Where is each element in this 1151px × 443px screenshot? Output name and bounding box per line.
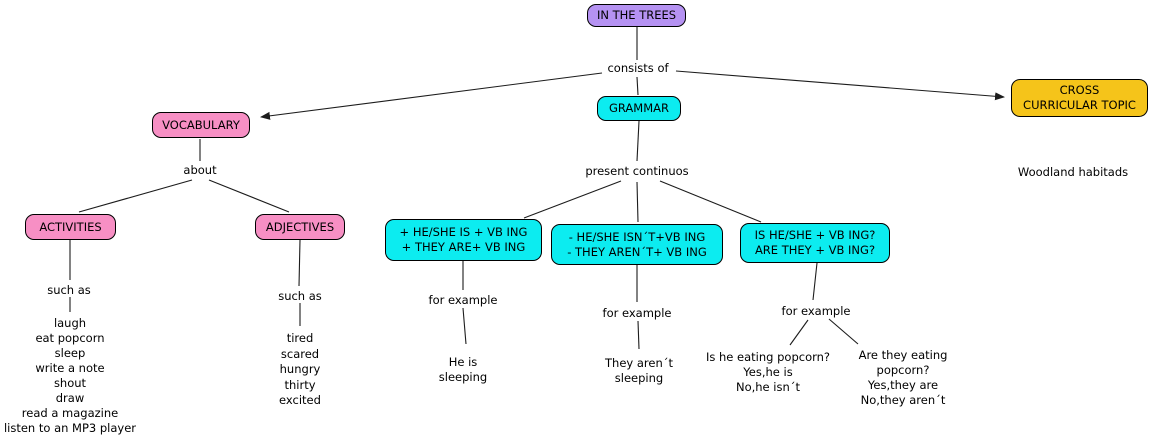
interrogative-example-they: Are they eating popcorn? Yes,they are No… [859, 348, 948, 408]
link-label-for-example-affirmative: for example [428, 293, 498, 307]
adjectives-item: tired [286, 331, 314, 345]
negative-example: They aren´t sleeping [605, 356, 673, 386]
affirmative-example-line: sleeping [438, 370, 488, 384]
activities-list: laugh eat popcorn sleep write a note sho… [4, 316, 136, 436]
activities-item: laugh [53, 316, 87, 330]
edge-for-example-to-affirmative-example [462, 307, 467, 345]
adjectives-item: thirty [284, 377, 316, 392]
affirmative-line-1: + HE/SHE IS + VB ING [399, 225, 528, 239]
node-adjectives[interactable]: ADJECTIVES [255, 214, 345, 240]
activities-item: shout [53, 376, 87, 390]
interrogative-example-they-line: popcorn? [876, 363, 930, 377]
edge-consists-of-to-vocabulary [260, 72, 603, 120]
activities-item: read a magazine [21, 406, 119, 420]
interrogative-example-he-line: Yes,he is [743, 365, 793, 379]
node-vocabulary[interactable]: VOCABULARY [152, 112, 250, 138]
edge-about-to-activities [78, 179, 193, 213]
node-affirmative-form[interactable]: + HE/SHE IS + VB ING + THEY ARE+ VB ING [385, 219, 542, 261]
edge-for-example-to-he-example [789, 319, 809, 346]
edge-for-example-to-they-example [828, 318, 859, 345]
adjectives-item: excited [279, 393, 321, 407]
link-label-about: about [183, 163, 217, 177]
edge-present-to-interrogative [659, 180, 762, 223]
link-label-such-as-adjectives: such as [278, 289, 322, 303]
interrogative-example-they-line: No,they aren´t [860, 393, 946, 407]
edge-interrogative-to-for-example [812, 262, 818, 301]
activities-item: listen to an MP3 player [3, 421, 137, 435]
interrogative-example-he: Is he eating popcorn? Yes,he is No,he is… [706, 350, 830, 395]
affirmative-example-line: He is [448, 355, 478, 369]
link-label-for-example-negative: for example [602, 306, 672, 320]
interrogative-example-he-line: No,he isn´t [735, 380, 801, 394]
link-label-for-example-interrogative: for example [781, 304, 851, 318]
node-in-the-trees[interactable]: IN THE TREES [587, 4, 686, 27]
negative-example-line: sleeping [614, 371, 664, 385]
edge-adjectives-to-such-as [298, 239, 301, 287]
link-label-present-continuous: present continuos [585, 164, 689, 178]
node-grammar[interactable]: GRAMMAR [597, 96, 681, 121]
adjectives-item: scared [280, 346, 320, 361]
edge-present-to-affirmative [523, 180, 622, 219]
node-interrogative-form[interactable]: IS HE/SHE + VB ING? ARE THEY + VB ING? [740, 223, 890, 263]
edge-grammar-to-present-continuous [636, 120, 640, 162]
affirmative-example: He is sleeping [439, 355, 487, 385]
node-activities[interactable]: ACTIVITIES [25, 214, 116, 240]
link-label-consists-of: consists of [607, 61, 669, 75]
negative-line-2: - THEY AREN´T+ VB ING [567, 244, 707, 259]
interrogative-example-they-line: Are they eating [858, 348, 948, 362]
cross-curricular-topic-label: Woodland habitads [1017, 165, 1129, 179]
edge-consists-of-to-cross-curricular [675, 70, 1005, 101]
activities-item: write a note [35, 361, 105, 375]
cross-curricular-line-2: CURRICULAR TOPIC [1023, 98, 1136, 112]
negative-line-1: - HE/SHE ISN´T+VB ING [568, 229, 706, 244]
adjectives-list: tired scared hungry thirty excited [279, 331, 321, 409]
cross-curricular-line-1: CROSS [1059, 83, 1100, 97]
edge-about-to-adjectives [208, 179, 290, 213]
edge-consists-of-to-grammar [636, 76, 639, 96]
edge-for-example-to-negative-example [637, 320, 640, 350]
interrogative-line-1: IS HE/SHE + VB ING? [754, 228, 876, 242]
interrogative-example-he-line: Is he eating popcorn? [705, 350, 831, 364]
interrogative-example-they-line: Yes,they are [867, 378, 939, 392]
adjectives-item: hungry [279, 362, 321, 376]
node-negative-form[interactable]: - HE/SHE ISN´T+VB ING - THEY AREN´T+ VB … [551, 224, 723, 265]
link-label-such-as-activities: such as [47, 283, 91, 297]
activities-item: sleep [54, 346, 86, 360]
activities-item: draw [55, 391, 85, 405]
affirmative-line-2: + THEY ARE+ VB ING [401, 240, 526, 254]
interrogative-line-2: ARE THEY + VB ING? [754, 243, 876, 257]
edge-present-to-negative [636, 181, 639, 223]
activities-item: eat popcorn [35, 331, 105, 345]
node-cross-curricular-topic[interactable]: CROSS CURRICULAR TOPIC [1011, 79, 1148, 117]
negative-example-line: They aren´t [605, 356, 673, 370]
